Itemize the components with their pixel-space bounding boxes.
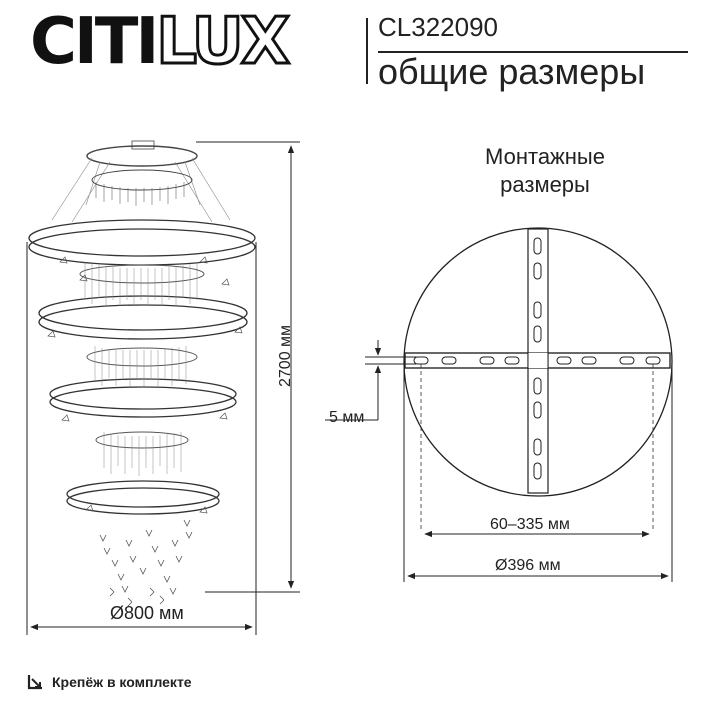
mounting-plate-drawing bbox=[403, 227, 673, 530]
page-subtitle: общие размеры bbox=[378, 51, 646, 92]
footer-text: Крепёж в комплекте bbox=[52, 674, 192, 690]
chandelier-illustration bbox=[28, 140, 256, 607]
mount-range-label: 60–335 мм bbox=[490, 516, 570, 533]
header-divider bbox=[366, 18, 368, 84]
plate-diameter-dimension bbox=[403, 365, 673, 582]
model-underline bbox=[378, 51, 688, 53]
width-dimension bbox=[26, 242, 257, 635]
brand-logo-citi: CITI bbox=[30, 5, 159, 79]
height-label: 2700 мм bbox=[277, 324, 294, 387]
slot-width-label: 5 мм bbox=[329, 409, 365, 426]
height-dimension bbox=[196, 141, 300, 593]
model-number: CL322090 bbox=[378, 12, 498, 42]
plate-diameter-label: Ø396 мм bbox=[495, 557, 561, 574]
width-label: Ø800 мм bbox=[110, 603, 184, 623]
screw-corner-icon bbox=[26, 673, 44, 691]
brand-logo: CITILUX bbox=[30, 9, 292, 76]
footer-note: Крепёж в комплекте bbox=[26, 673, 192, 691]
brand-logo-lux: LUX bbox=[155, 5, 292, 79]
slot-width-dimension bbox=[325, 340, 416, 421]
mounting-title: Монтажные размеры bbox=[485, 144, 605, 197]
